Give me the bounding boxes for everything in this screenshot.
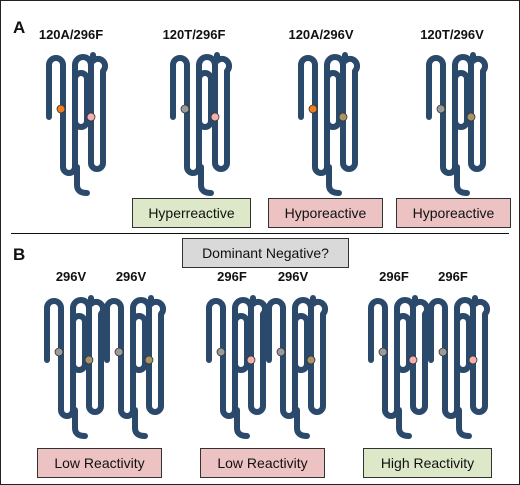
residue-296-marker bbox=[210, 112, 220, 122]
dimer-left-receptor bbox=[206, 295, 269, 439]
dimer-right-label: 296V bbox=[277, 269, 309, 284]
dimer-right-label: 296V bbox=[115, 269, 147, 284]
variant-label: 120T/296F bbox=[162, 27, 226, 42]
residue-296-marker bbox=[338, 112, 348, 122]
residue-120-marker bbox=[308, 104, 318, 114]
residue-296-marker bbox=[144, 355, 154, 365]
receptor-backbone bbox=[44, 295, 107, 439]
dimer-right-receptor bbox=[428, 295, 491, 439]
receptor-backbone bbox=[426, 52, 489, 196]
variant-label: 120T/296V bbox=[420, 27, 484, 42]
dominant-negative-question-box: Dominant Negative? bbox=[182, 238, 349, 268]
receptor-120a-296f bbox=[46, 52, 109, 196]
dimer-right-receptor bbox=[104, 295, 167, 439]
residue-120-marker bbox=[56, 104, 66, 114]
receptor-backbone bbox=[206, 295, 269, 439]
phenotype-box-hyporeactive: Hyporeactive bbox=[396, 198, 511, 228]
receptor-backbone bbox=[170, 52, 233, 196]
residue-120-marker bbox=[216, 347, 226, 357]
panel-a-letter: A bbox=[13, 18, 26, 37]
receptor-backbone bbox=[266, 295, 329, 439]
panel-b-letter: B bbox=[13, 245, 26, 264]
result-box-low-reactivity: Low Reactivity bbox=[37, 448, 162, 478]
receptor-backbone bbox=[428, 295, 491, 439]
receptor-120t-296f bbox=[170, 52, 233, 196]
dimer-left-receptor bbox=[44, 295, 107, 439]
dimer-left-label: 296F bbox=[379, 269, 409, 284]
residue-120-marker bbox=[438, 347, 448, 357]
residue-296-marker bbox=[84, 355, 94, 365]
receptor-120a-296v bbox=[298, 52, 361, 196]
residue-296-marker bbox=[86, 112, 96, 122]
variant-label: 120A/296V bbox=[288, 27, 354, 42]
residue-120-marker bbox=[276, 347, 286, 357]
residue-120-marker bbox=[436, 104, 446, 114]
dimer-left-receptor bbox=[368, 295, 431, 439]
phenotype-box-hyperreactive: Hyperreactive bbox=[132, 198, 251, 228]
residue-120-marker bbox=[54, 347, 64, 357]
residue-296-marker bbox=[306, 355, 316, 365]
residue-120-marker bbox=[378, 347, 388, 357]
receptor-backbone bbox=[46, 52, 109, 196]
receptor-120t-296v bbox=[426, 52, 489, 196]
panel-divider bbox=[11, 233, 509, 234]
residue-296-marker bbox=[408, 355, 418, 365]
dimer-left-label: 296F bbox=[217, 269, 247, 284]
residue-120-marker bbox=[114, 347, 124, 357]
residue-296-marker bbox=[466, 112, 476, 122]
receptor-backbone bbox=[104, 295, 167, 439]
residue-296-marker bbox=[468, 355, 478, 365]
phenotype-box-hyporeactive: Hyporeactive bbox=[268, 198, 383, 228]
dimer-left-label: 296V bbox=[55, 269, 87, 284]
variant-label: 120A/296F bbox=[38, 27, 104, 42]
residue-120-marker bbox=[180, 104, 190, 114]
residue-296-marker bbox=[246, 355, 256, 365]
dimer-right-label: 296F bbox=[438, 269, 468, 284]
result-box-low-reactivity: Low Reactivity bbox=[200, 448, 325, 478]
result-box-high-reactivity: High Reactivity bbox=[363, 448, 492, 478]
receptor-backbone bbox=[298, 52, 361, 196]
receptor-backbone bbox=[368, 295, 431, 439]
dimer-right-receptor bbox=[266, 295, 329, 439]
